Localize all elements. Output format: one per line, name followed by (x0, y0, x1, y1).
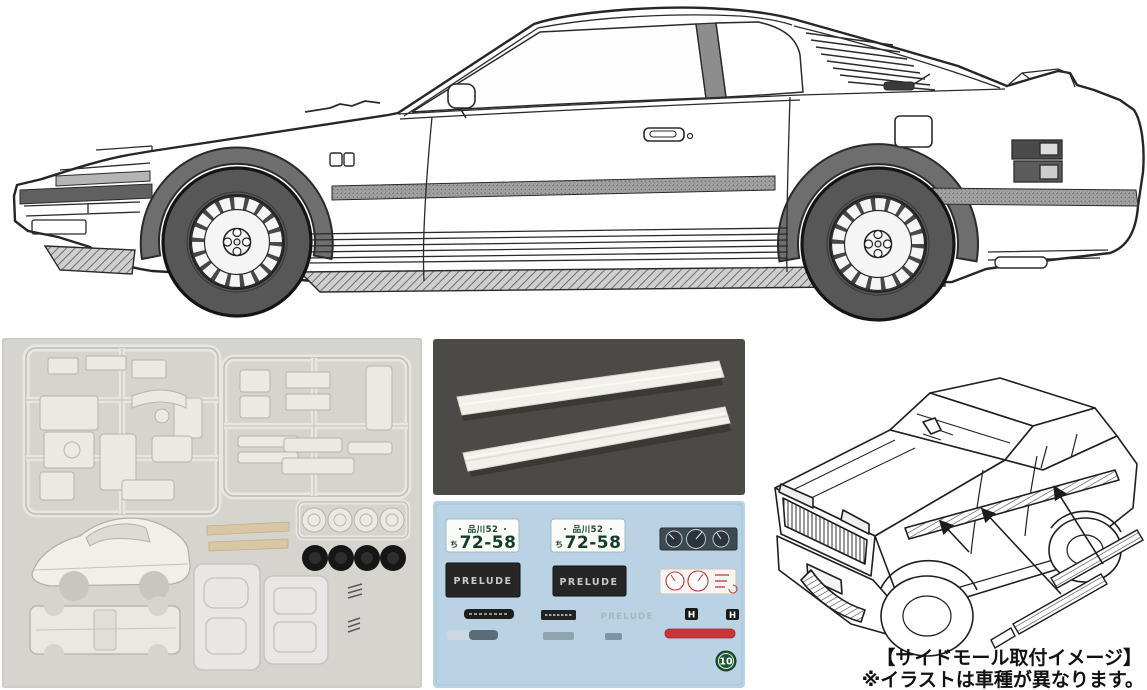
kit-parts-photo-svg (2, 338, 422, 688)
front-wheel (880, 575, 974, 657)
gauge-cluster-decal-white (659, 568, 738, 595)
taillight (1011, 139, 1063, 183)
grille-hatch (782, 497, 868, 565)
plate-number: 72-58 (460, 533, 517, 553)
red-stripe-decal (664, 628, 736, 639)
pointer-arrow (1053, 485, 1104, 565)
decal-sheet-photo: 品川52 ち 72-58 品川52 ち 72-58 PRELUDE PRELUD… (433, 501, 745, 688)
honda-h-logo-decal: H (685, 608, 698, 621)
decal-sheet-svg: 品川52 ち 72-58 品川52 ち 72-58 PRELUDE PRELUD… (433, 501, 745, 688)
small-decals-row1: PRELUDE H H (464, 608, 739, 622)
body-detail-lines (23, 14, 1109, 282)
muffler-tip (994, 256, 1048, 269)
sprue-a (22, 344, 222, 518)
greenhouse (411, 21, 936, 113)
note-caption: ※イラストは車種が異なります。 (862, 668, 1144, 690)
clear-parts-sprue (193, 563, 329, 671)
svg-text:品川52: 品川52 (573, 525, 604, 535)
number-10-decal: 10 (715, 650, 737, 672)
svg-text:10: 10 (719, 657, 733, 668)
wheel-parts-strip (295, 499, 411, 541)
quarter-window (715, 21, 804, 98)
sprue-b (220, 354, 412, 500)
pointer-arrow (980, 507, 1062, 595)
chassis-part (29, 596, 181, 664)
door-mirror (447, 83, 476, 109)
svg-text:PRELUDE: PRELUDE (453, 576, 512, 587)
antenna-base (883, 81, 915, 91)
tire-parts (302, 545, 406, 571)
wiper (304, 100, 381, 113)
rear-wheel-arch-shade (777, 143, 979, 263)
side-molding-strips-photo (433, 339, 745, 495)
install-caption: 【サイドモール取付イメージ】 (876, 646, 1142, 669)
body-shell-part (31, 517, 191, 601)
small-decals-row2 (447, 628, 736, 640)
door-keyhole (686, 132, 694, 140)
plate-region: 品川52 (468, 525, 499, 535)
c-pillar-louvers (805, 32, 936, 91)
svg-text:72-58: 72-58 (565, 533, 622, 553)
side-marker (329, 152, 343, 167)
prelude-plate-decal: PRELUDE (445, 562, 521, 598)
strips-photo-svg (433, 339, 745, 495)
install-illustration-svg: 【サイドモール取付イメージ】 ※イラストは車種が異なります。 (774, 377, 1144, 690)
install-illustration: 【サイドモール取付イメージ】 ※イラストは車種が異なります。 (755, 338, 1147, 690)
lower-door-ribs (304, 227, 789, 264)
license-plate-decal: 品川52 ち 72-58 (550, 518, 626, 553)
svg-text:H: H (729, 611, 736, 621)
plate-prefix: ち (450, 540, 458, 549)
front-chin-spoiler (43, 245, 136, 275)
pointer-arrows (938, 485, 1104, 595)
prelude-side-drawing (0, 0, 1147, 336)
side-molding-stripe (19, 170, 1139, 207)
metal-parts (347, 583, 363, 633)
gauge-cluster-decal-dark (659, 527, 738, 551)
svg-text:PRELUDE: PRELUDE (559, 577, 618, 588)
honda-h-logo-decal: H (726, 609, 739, 621)
fuel-lid (894, 115, 933, 148)
front-wheel (161, 166, 313, 318)
pointer-arrow (938, 519, 970, 553)
detached-molding-strips (990, 529, 1144, 649)
front-wheel-arch-shade (139, 146, 334, 261)
sill-hatched-band (298, 265, 946, 293)
prelude-side-drawing-svg (12, 6, 1145, 322)
molding-strip-1 (456, 360, 725, 416)
kit-parts-photo (2, 338, 422, 688)
tan-strip-parts (206, 521, 290, 552)
prelude-outline-decal: PRELUDE (600, 612, 653, 622)
prelude-plate-decal: PRELUDE (552, 565, 627, 597)
svg-text:ち: ち (555, 540, 563, 549)
bumper-molding-piece (800, 569, 866, 623)
svg-text:H: H (688, 611, 696, 621)
rear-wheel (800, 166, 956, 322)
illustration-car (774, 377, 1138, 657)
license-plate-decal: 品川52 ち 72-58 (445, 518, 520, 553)
exterior-details (304, 73, 1063, 269)
